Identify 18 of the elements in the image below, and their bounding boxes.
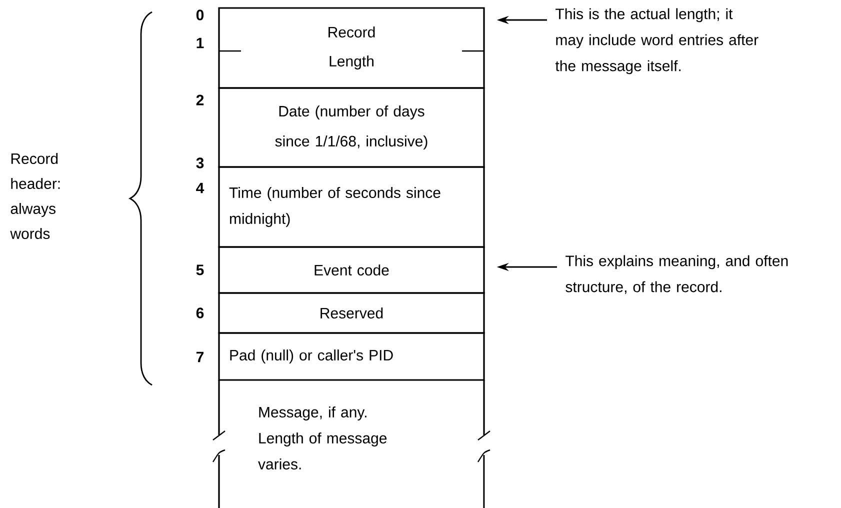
word-number: 1 — [196, 38, 204, 48]
word-number: 2 — [196, 94, 204, 106]
field-box: Record Length — [218, 7, 485, 89]
field-box: Reserved — [218, 292, 485, 334]
field-box: Date (number of days since 1/1/68, inclusive) — [218, 87, 485, 168]
word-number: 6 — [196, 308, 204, 318]
word-number: 0 — [196, 10, 204, 20]
word-number: 7 — [196, 352, 204, 362]
note-text: This is the actual length; it may include word entries after the message itself. — [555, 8, 758, 74]
note-text: This explains meaning, and often structure, of the record. — [566, 255, 788, 294]
word-number: 4 — [196, 182, 204, 194]
word-number: 5 — [196, 264, 204, 276]
header-label: Record header: always words — [10, 153, 60, 239]
field-box: Pad (null) or caller's PID — [218, 332, 485, 381]
message-area: Message, if any. Length of message varies. — [212, 379, 491, 508]
field-box: Time (number of seconds since midnight) — [218, 166, 485, 248]
word-number: 3 — [196, 158, 204, 168]
field-box: Event code — [218, 246, 485, 294]
